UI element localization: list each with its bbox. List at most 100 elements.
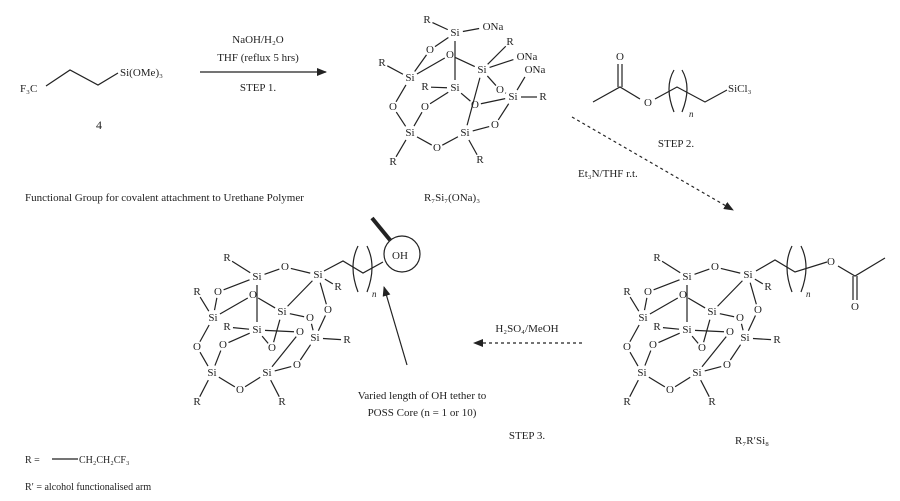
bond	[490, 60, 514, 68]
legend-r-prime: R′ = alcohol functionalised arm	[25, 482, 151, 493]
bond	[200, 352, 208, 366]
bond	[435, 37, 448, 46]
bond	[487, 76, 496, 86]
bond	[455, 58, 474, 67]
atom-label: O	[711, 261, 719, 273]
bond	[645, 351, 651, 366]
atom-label: R	[476, 154, 484, 166]
step1-reagent: NaOH/H₂O	[232, 34, 284, 46]
atom-label: Si	[207, 367, 216, 379]
atom-label: R	[708, 396, 716, 408]
atom-label: Si	[405, 127, 414, 139]
atom-label: R	[421, 81, 429, 93]
acetyl-bonds	[838, 258, 885, 276]
atom-label: O	[666, 384, 674, 396]
repeat-n: n	[806, 289, 811, 299]
atom-label: R	[623, 286, 631, 298]
atom-label: Si	[508, 91, 517, 103]
atom-label: R	[378, 57, 386, 69]
bond	[630, 297, 639, 311]
legend-r-value: CH₂CH₂CF₃	[79, 455, 129, 466]
bond	[488, 46, 506, 64]
atom-label: R	[223, 252, 231, 264]
tether-chain	[655, 87, 727, 102]
atom-label: O	[491, 119, 499, 131]
atom-label: Si	[743, 269, 752, 281]
bond	[323, 338, 341, 339]
step2-condition: Et₃N/THF r.t.	[578, 168, 638, 180]
tether-annotation-line2: POSS Core (n = 1 or 10)	[368, 407, 477, 419]
atom-label: O	[268, 342, 276, 354]
atom-label: R	[623, 396, 631, 408]
ester-product-formula: R₇R′Si₈	[735, 435, 769, 447]
compound-number: 4	[96, 118, 102, 132]
atom-label: O	[726, 326, 734, 338]
legend: R = CH₂CH₂CF₃ R′ = alcohol functionalise…	[25, 455, 151, 493]
step1-label: STEP 1.	[240, 82, 277, 94]
acetyl-bonds	[593, 87, 640, 102]
bond	[233, 328, 249, 330]
atom-label: O	[679, 289, 687, 301]
atom-label: O	[293, 359, 301, 371]
bond	[662, 261, 680, 273]
bond	[396, 85, 406, 102]
atom-label: Si	[740, 332, 749, 344]
atom-label: O	[219, 339, 227, 351]
atom-label: Si	[405, 72, 414, 84]
bond	[271, 380, 280, 397]
bond	[200, 297, 209, 311]
atom-label: O	[644, 286, 652, 298]
bond	[705, 367, 721, 371]
intermediate-cage: RSiONaROOONaSiONaRSiRSiOSiROOOOSiOSiRR	[378, 14, 547, 168]
bond	[675, 377, 690, 387]
atom-label: R	[223, 321, 231, 333]
atom-label: ONa	[483, 21, 504, 33]
atom-label: R	[334, 281, 342, 293]
bond	[300, 345, 310, 360]
bond	[318, 315, 325, 330]
atom-label: O	[623, 341, 631, 353]
alcohol-arm: n OH Varied length of OH tether to POSS …	[324, 218, 487, 419]
atom-label: Si	[208, 312, 217, 324]
atom-label: O	[426, 44, 434, 56]
bond	[720, 314, 734, 317]
bond	[200, 325, 209, 342]
bond	[701, 380, 710, 397]
atom-label: R	[539, 91, 547, 103]
bond	[387, 66, 403, 74]
atom-label: R	[278, 396, 286, 408]
bond	[498, 104, 508, 120]
repeat-n: n	[689, 109, 694, 119]
atom-label: Si	[252, 271, 261, 283]
atom-label: O	[754, 304, 762, 316]
bond	[219, 377, 235, 387]
atom-label: R	[653, 321, 661, 333]
tether-annotation-line1: Varied length of OH tether to	[358, 390, 487, 402]
bond	[663, 328, 679, 330]
reactant-4: F₃C Si(OMe)₃ 4	[20, 67, 163, 132]
atom-label: Si	[692, 367, 701, 379]
bond	[650, 298, 678, 314]
bond	[431, 87, 447, 88]
bond	[442, 137, 458, 145]
bond	[200, 380, 209, 397]
atom-label: Si	[682, 271, 691, 283]
ester-arm: n O O	[756, 246, 885, 313]
bond	[481, 99, 505, 104]
bond	[469, 140, 477, 155]
atom-label: O	[236, 384, 244, 396]
trimethoxysilyl-group: Si(OMe)₃	[120, 67, 163, 79]
atom-label: R	[193, 286, 201, 298]
bond	[463, 28, 479, 31]
atom-label: Si	[262, 367, 271, 379]
bond	[741, 324, 743, 330]
atom-label: O	[296, 326, 304, 338]
atom-label: R	[653, 252, 661, 264]
step1-arrow: NaOH/H₂O THF (reflux 5 hrs) STEP 1.	[200, 34, 326, 94]
bond	[417, 137, 432, 145]
bond	[688, 298, 705, 308]
bond	[215, 298, 217, 310]
atom-label: O	[193, 341, 201, 353]
atom-label: O	[496, 84, 504, 96]
